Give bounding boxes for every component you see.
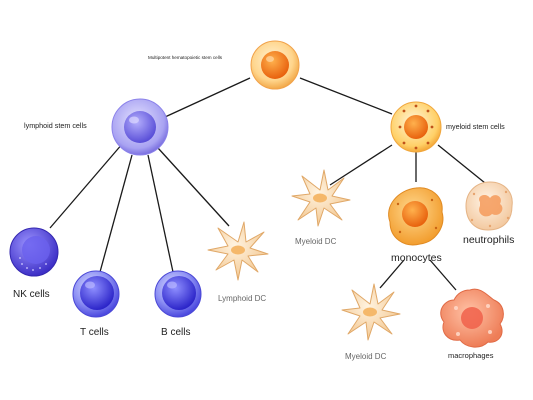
line-myeloid-neut bbox=[437, 144, 486, 184]
myeloid-dc-label: Myeloid DC bbox=[295, 237, 337, 246]
myeloid-dc-2 bbox=[341, 283, 401, 341]
neutrophil bbox=[465, 181, 513, 231]
lymphoid-dc bbox=[207, 221, 269, 281]
nk-cell-label: NK cells bbox=[13, 289, 50, 300]
myeloid-dc bbox=[291, 169, 351, 227]
lymphoid-dc-label: Lymphoid DC bbox=[218, 294, 266, 303]
myeloid-stem-cell bbox=[390, 101, 442, 153]
t-cell bbox=[72, 270, 120, 318]
lymphoid-stem-cell-label: lymphoid stem cells bbox=[24, 121, 87, 130]
line-mono-mdc2 bbox=[379, 259, 405, 289]
line-root-myeloid bbox=[299, 77, 393, 115]
line-root-lymphoid bbox=[164, 77, 251, 118]
neutrophils-label: neutrophils bbox=[463, 234, 514, 246]
root-stem-cell bbox=[250, 40, 300, 90]
line-mono-macro bbox=[429, 259, 457, 291]
connector-lines bbox=[49, 77, 486, 291]
nk-cell bbox=[9, 227, 59, 277]
myeloid-dc-2-label: Myeloid DC bbox=[345, 352, 387, 361]
b-cell-label: B cells bbox=[161, 327, 190, 338]
line-lymphoid-t bbox=[99, 154, 133, 273]
macrophage bbox=[440, 288, 504, 348]
myeloid-stem-cell-label: myeloid stem cells bbox=[446, 122, 505, 131]
line-lymphoid-b bbox=[147, 154, 174, 273]
monocyte bbox=[388, 187, 444, 246]
t-cell-label: T cells bbox=[80, 327, 109, 338]
line-myeloid-mdc bbox=[329, 144, 393, 186]
monocytes-label: monocytes bbox=[391, 252, 442, 264]
lymphoid-stem-cell bbox=[111, 98, 169, 156]
line-lymphoid-nk bbox=[49, 142, 124, 229]
b-cell bbox=[154, 270, 202, 318]
macrophages-label: macrophages bbox=[448, 351, 494, 360]
line-lymphoid-ldc bbox=[157, 147, 230, 227]
root-stem-cell-label: Multipotent hematopoietic stem cells bbox=[148, 55, 223, 60]
